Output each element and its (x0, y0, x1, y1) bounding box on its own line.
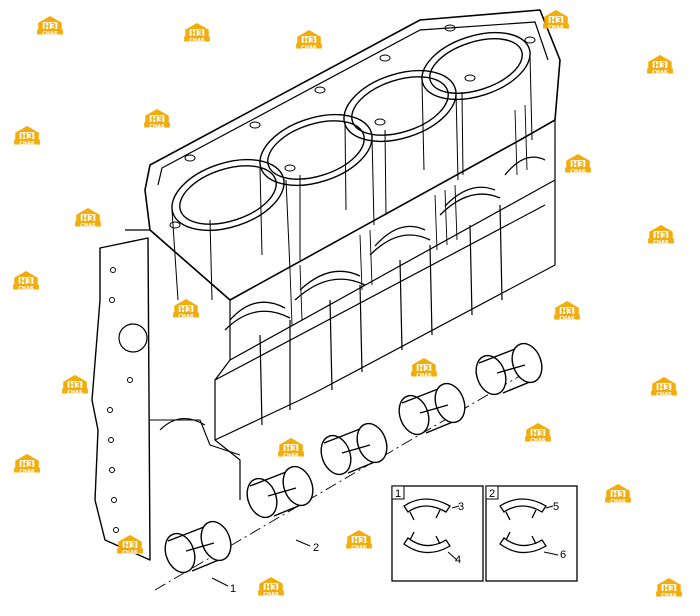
svg-text:НЗ: НЗ (285, 444, 298, 453)
svg-text:СНАБ: СНАБ (416, 373, 432, 379)
svg-text:НЗ: НЗ (124, 541, 137, 550)
svg-text:НЗ: НЗ (303, 36, 316, 45)
svg-text:СНАБ: СНАБ (530, 438, 546, 444)
svg-text:СНАБ: СНАБ (283, 453, 299, 459)
svg-text:НЗ: НЗ (20, 277, 33, 286)
svg-text:СНАБ: СНАБ (548, 25, 564, 31)
svg-text:СНАБ: СНАБ (301, 45, 317, 51)
detail-box-2: 2 (485, 485, 578, 582)
bearing-shell (246, 465, 314, 519)
detail-box-label: 2 (489, 488, 495, 500)
svg-text:СНАБ: СНАБ (653, 240, 669, 246)
svg-text:СНАБ: СНАБ (570, 169, 586, 175)
svg-text:СНАБ: СНАБ (149, 124, 165, 130)
svg-text:НЗ: НЗ (658, 383, 671, 392)
svg-text:НЗ: НЗ (572, 160, 585, 169)
main-bearing-shells (164, 342, 543, 574)
svg-text:НЗ: НЗ (561, 307, 574, 316)
cylinder-block (91, 9, 561, 591)
svg-text:НЗ: НЗ (21, 460, 34, 469)
detail-box-1: 1 (391, 485, 484, 582)
svg-text:СНАБ: СНАБ (351, 545, 367, 551)
svg-text:НЗ: НЗ (82, 214, 95, 223)
callout-2: 2 (313, 542, 319, 554)
callouts: 1 2 3 4 5 6 (211, 501, 566, 595)
svg-text:СНАБ: СНАБ (661, 593, 677, 599)
svg-text:СНАБ: СНАБ (656, 392, 672, 398)
detail-box-label: 1 (395, 488, 401, 500)
svg-text:СНАБ: СНАБ (189, 38, 205, 44)
svg-text:СНАБ: СНАБ (18, 286, 34, 292)
svg-text:СНАБ: СНАБ (652, 70, 668, 76)
bearing-shell (475, 342, 543, 396)
svg-text:СНАБ: СНАБ (42, 31, 58, 37)
svg-text:СНАБ: СНАБ (19, 469, 35, 475)
callout-1: 1 (230, 583, 236, 595)
svg-text:НЗ: НЗ (44, 22, 57, 31)
callout-4: 4 (455, 554, 461, 566)
svg-text:НЗ: НЗ (180, 305, 193, 314)
callout-6: 6 (560, 549, 566, 561)
callout-5: 5 (553, 501, 559, 513)
svg-text:НЗ: НЗ (655, 231, 668, 240)
svg-text:СНАБ: СНАБ (559, 316, 575, 322)
svg-text:НЗ: НЗ (151, 115, 164, 124)
svg-text:НЗ: НЗ (191, 29, 204, 38)
svg-text:СНАБ: СНАБ (67, 390, 83, 396)
callout-3: 3 (458, 501, 464, 513)
svg-text:НЗ: НЗ (663, 584, 676, 593)
svg-text:СНАБ: СНАБ (263, 592, 279, 598)
svg-text:СНАБ: СНАБ (122, 550, 138, 556)
bearing-shell (164, 520, 232, 574)
svg-text:НЗ: НЗ (21, 132, 34, 141)
svg-text:НЗ: НЗ (612, 490, 625, 499)
svg-text:СНАБ: СНАБ (19, 141, 35, 147)
svg-text:НЗ: НЗ (532, 429, 545, 438)
bearing-shell (398, 382, 466, 436)
svg-text:СНАБ: СНАБ (80, 223, 96, 229)
svg-text:НЗ: НЗ (353, 536, 366, 545)
svg-text:НЗ: НЗ (550, 16, 563, 25)
svg-text:НЗ: НЗ (418, 364, 431, 373)
bearing-shell (320, 422, 388, 476)
svg-text:НЗ: НЗ (69, 381, 82, 390)
svg-text:НЗ: НЗ (654, 61, 667, 70)
svg-text:СНАБ: СНАБ (178, 314, 194, 320)
svg-text:НЗ: НЗ (265, 583, 278, 592)
svg-text:СНАБ: СНАБ (610, 499, 626, 505)
